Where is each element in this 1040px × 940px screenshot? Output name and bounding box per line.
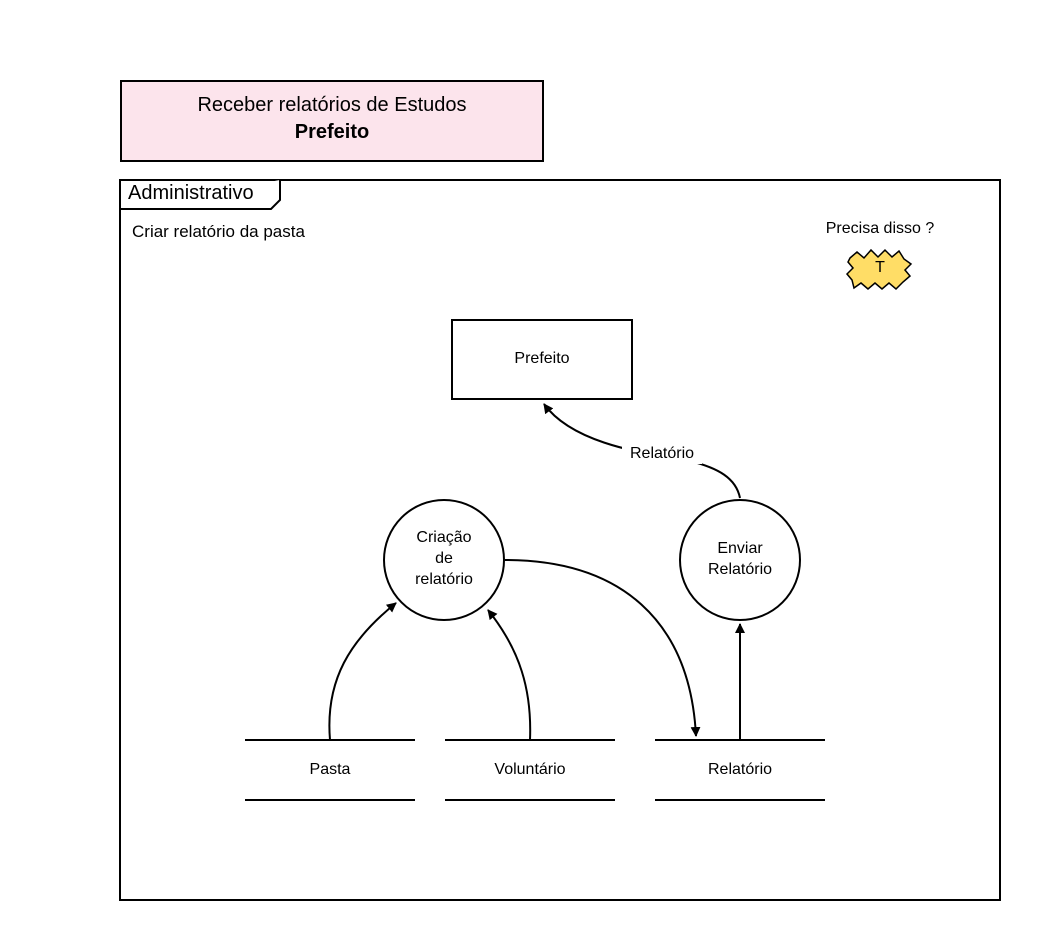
process-enviar-line2: Relatório bbox=[708, 561, 772, 578]
title-box: Receber relatórios de Estudos Prefeito bbox=[120, 80, 544, 162]
frame-label: Administrativo bbox=[128, 182, 254, 204]
entity-label: Prefeito bbox=[514, 350, 569, 367]
store-relatorio-label: Relatório bbox=[708, 761, 772, 778]
store-pasta-label: Pasta bbox=[310, 761, 351, 778]
flow-label-relatorio: Relatório bbox=[630, 445, 694, 462]
frame-subtitle: Criar relatório da pasta bbox=[132, 222, 305, 241]
store-voluntario-label: Voluntário bbox=[494, 761, 565, 778]
flow-label-bg bbox=[622, 442, 702, 464]
entity-prefeito: Prefeito bbox=[451, 319, 633, 400]
note-text: Precisa disso ? bbox=[826, 220, 935, 237]
title-role: Prefeito bbox=[294, 121, 370, 143]
process-enviar: Enviar Relatório bbox=[679, 499, 801, 621]
process-criacao-line3: relatório bbox=[415, 571, 473, 588]
flow-criacao-to-relatorio-store bbox=[504, 559, 701, 737]
flow-voluntario-to-criacao bbox=[487, 609, 532, 741]
note-badge: T bbox=[875, 259, 885, 276]
title-text: Receber relatórios de Estudos bbox=[197, 94, 467, 116]
note: Precisa disso ? T bbox=[826, 220, 935, 291]
administrativo-frame: Administrativo Criar relatório da pasta bbox=[119, 179, 1001, 901]
process-criacao-line1: Criação bbox=[416, 529, 471, 546]
process-enviar-line1: Enviar bbox=[717, 540, 763, 557]
store-relatorio: Relatório bbox=[655, 739, 825, 801]
process-criacao-line2: de bbox=[435, 550, 453, 567]
flow-pasta-to-criacao bbox=[328, 602, 397, 741]
starburst-icon bbox=[845, 248, 913, 291]
store-pasta: Pasta bbox=[245, 739, 415, 801]
process-criacao: Criação de relatório bbox=[383, 499, 505, 621]
store-voluntario: Voluntário bbox=[445, 739, 615, 801]
